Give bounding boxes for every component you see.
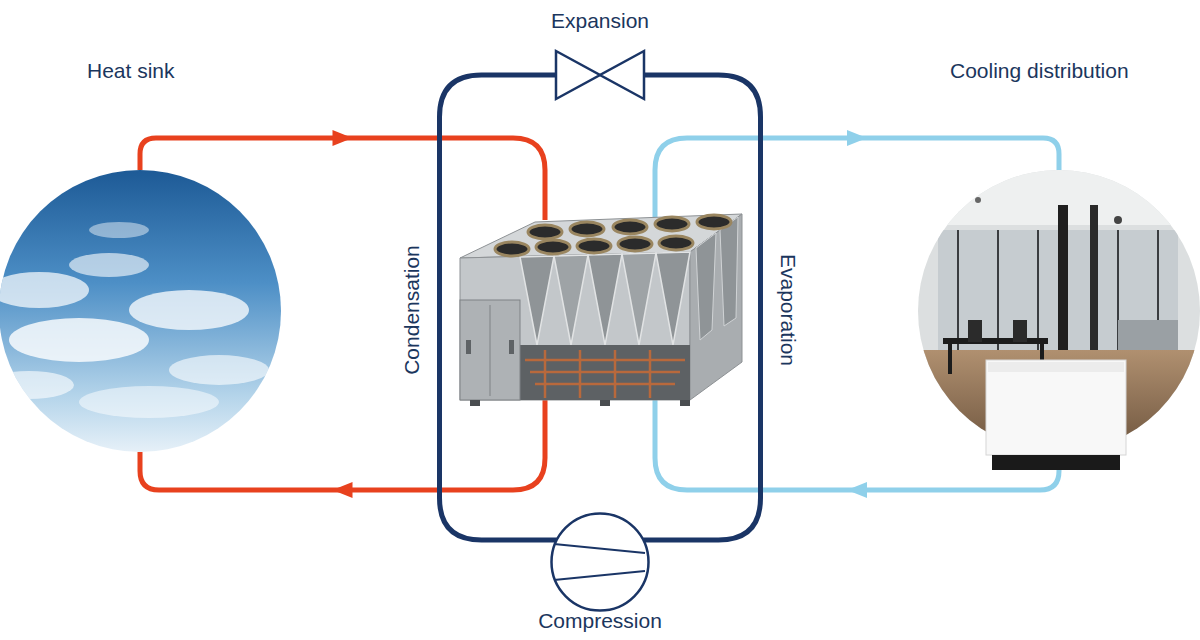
node-label: Condensation	[399, 245, 425, 375]
node-label: Cooling distribution	[950, 58, 1129, 84]
pipe-connector	[440, 400, 557, 540]
chiller-fans	[495, 215, 731, 256]
office-circle	[918, 170, 1200, 452]
node-label: Heat sink	[87, 58, 175, 84]
cooling-distribution-circle: Cooling distribution	[918, 170, 1200, 452]
expansion-valve: Expansion	[555, 50, 645, 100]
arrow-head	[333, 130, 353, 146]
condensation-side: Condensation	[437, 220, 545, 400]
arrow-head	[847, 482, 867, 498]
pipe-connector	[440, 75, 556, 220]
expansion-valve-symbol	[555, 50, 645, 100]
arrow-head	[333, 482, 353, 498]
pipe-connector	[645, 75, 761, 220]
sky-circle	[0, 170, 281, 452]
compressor: Compression	[550, 512, 650, 612]
node-label: Expansion	[551, 8, 649, 34]
evaporation-side: Evaporation	[655, 220, 763, 400]
node-label: Evaporation	[775, 254, 801, 366]
heat-sink-circle: Heat sink	[0, 170, 281, 452]
node-label: Compression	[538, 608, 662, 634]
arrow-head	[847, 130, 867, 146]
chiller-body	[460, 214, 742, 406]
pipe-connector	[643, 400, 760, 540]
compressor-symbol	[550, 512, 650, 612]
